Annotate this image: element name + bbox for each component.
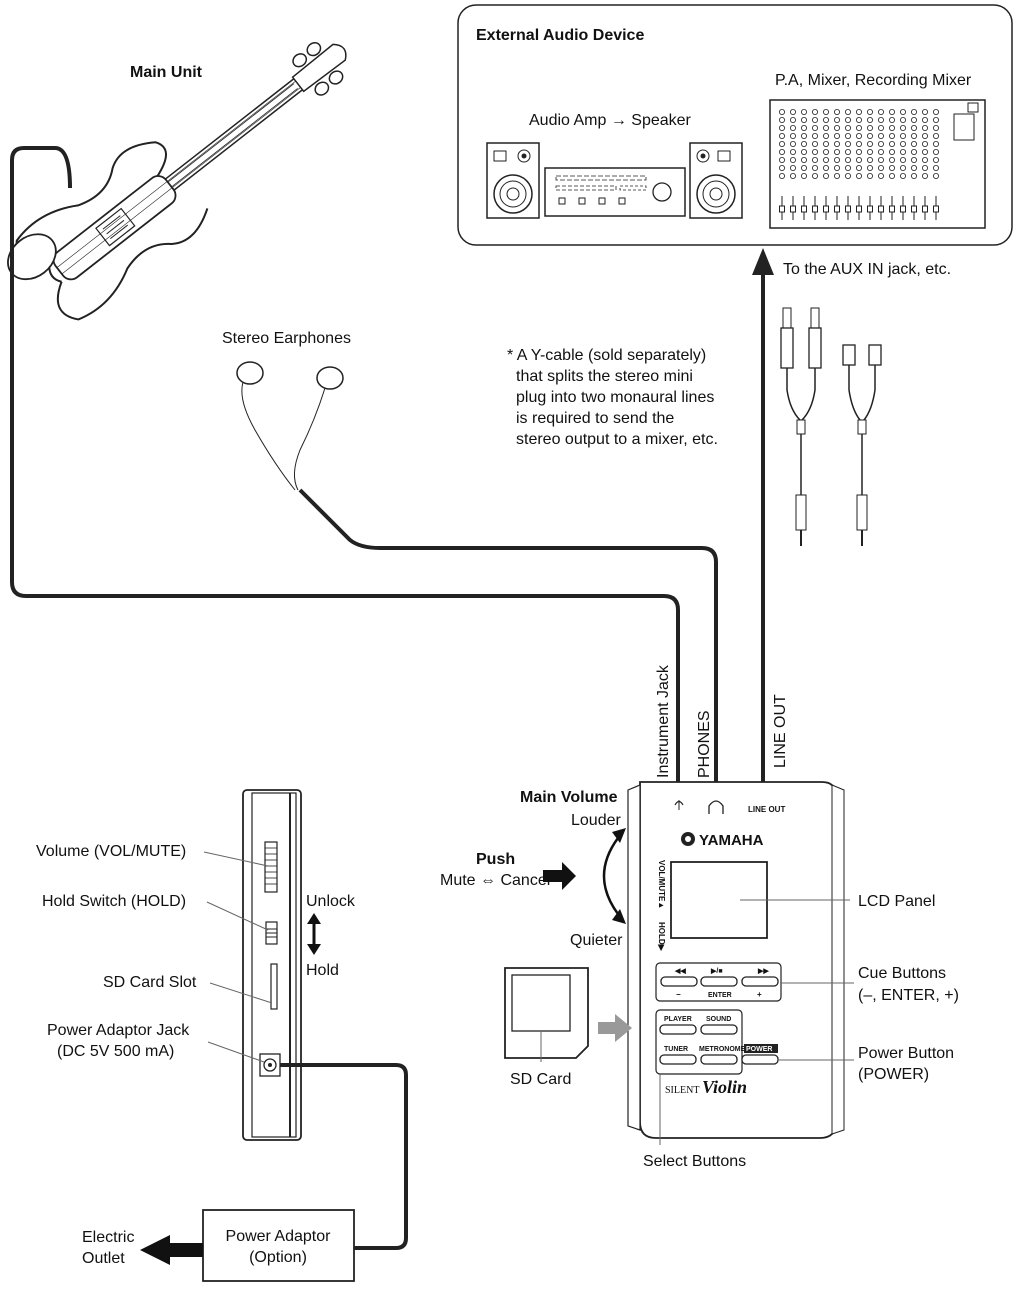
push-label: Push [476,851,515,868]
mixer-label: P.A, Mixer, Recording Mixer [775,72,972,89]
side-view-callouts: Volume (VOL/MUTE) Hold Switch (HOLD) Unl… [36,843,356,1063]
aux-in-label: To the AUX IN jack, etc. [783,261,951,278]
sd-slot-label: SD Card Slot [103,974,197,991]
power-button-sub: (POWER) [858,1066,929,1083]
cue-enter-label: ENTER [708,992,732,999]
play-stop-icon: ▶/■ [710,968,723,975]
amp-speaker-label: Audio Amp → Speaker [529,112,692,129]
brand-text: YAMAHA [699,832,764,849]
fast-forward-icon: ▶▶ [757,968,769,975]
cue-buttons-sub: (–, ENTER, +) [858,987,959,1004]
sd-card: SD Card [504,967,632,1088]
sound-label: SOUND [706,1016,731,1023]
hold-unlock-arrow-icon [307,913,321,955]
power-jack-sub: (DC 5V 500 mA) [57,1043,174,1060]
select-buttons-label: Select Buttons [643,1153,746,1170]
metronome-button[interactable] [700,1054,738,1065]
cue-minus-label: − [676,990,681,999]
quieter-label: Quieter [570,932,623,949]
power-adaptor-label: Power Adaptor [226,1228,332,1245]
push-arrow-icon [543,862,576,890]
y-cable-rca-plugs-icon [842,344,882,546]
power-button[interactable] [741,1054,779,1065]
external-device-title: External Audio Device [476,27,644,44]
violin-logo-text: Violin [702,1077,747,1097]
cue-enter-button[interactable] [700,976,738,987]
left-speaker-icon [486,142,540,219]
external-audio-device: External Audio Device Audio Amp → Speake… [457,4,1013,246]
insert-arrow-icon [598,1014,632,1042]
y-cable-note: * A Y-cable (sold separately) that split… [507,347,718,448]
player-label: PLAYER [664,1016,692,1023]
electric-outlet-label: Electric [82,1229,134,1246]
svg-text:stereo output to a mixer, etc.: stereo output to a mixer, etc. [516,431,718,448]
cue-minus-button[interactable] [660,976,698,987]
sound-button[interactable] [700,1024,738,1035]
main-unit-violin: Main Unit [7,41,347,321]
power-button-label: Power Button [858,1045,954,1062]
phones-cable [298,488,718,782]
cue-buttons-label: Cue Buttons [858,965,946,982]
louder-label: Louder [571,812,621,829]
tuner-button[interactable] [659,1054,697,1065]
device-front: LINE OUT VOL/MUTE▲ HOLD▶ YAMAHA ◀◀ ▶/■ ▶… [627,781,845,1139]
hold-switch-label: Hold Switch (HOLD) [42,893,186,910]
phones-jack-label: PHONES [696,710,713,778]
sd-card-label: SD Card [510,1071,571,1088]
cue-plus-label: + [757,990,762,999]
mute-cancel-label: Mute ⇔ Cancel [440,872,550,889]
line-out-cable [752,248,774,782]
line-out-jack-label: LINE OUT [772,694,789,768]
power-adaptor-sub: (Option) [249,1249,307,1266]
power-label: POWER [746,1046,772,1053]
tuner-label: TUNER [664,1046,688,1053]
metronome-label: METRONOME [699,1046,746,1053]
rewind-icon: ◀◀ [674,968,686,975]
player-button[interactable] [659,1024,697,1035]
instrument-cable [10,146,680,782]
power-cable [280,1063,408,1250]
power-adaptor: Power Adaptor (Option) Electric Outlet [82,1209,355,1282]
headphones-icon [708,800,724,814]
device-callouts: LCD Panel Cue Buttons (–, ENTER, +) Powe… [643,893,959,1170]
volume-label: Volume (VOL/MUTE) [36,843,186,860]
main-volume-annotation: Main Volume Louder Push Mute ⇔ Cancel Qu… [440,789,626,949]
svg-text:plug into two monaural lines: plug into two monaural lines [516,389,714,406]
silent-logo-text: SILENT [665,1085,699,1096]
right-speaker-icon [689,142,743,219]
stereo-earphones: Stereo Earphones [222,330,351,491]
side-vol-text: VOL/MUTE▲ [657,860,666,909]
hold-label: Hold [306,962,339,979]
amplifier-icon [544,167,686,217]
stereo-earphones-label: Stereo Earphones [222,330,351,347]
electric-outlet-sub: Outlet [82,1250,125,1267]
device-side-view [242,789,302,1141]
main-volume-title: Main Volume [520,789,618,806]
lcd-panel-label: LCD Panel [858,893,935,910]
main-unit-label: Main Unit [130,64,203,81]
panel-line-out-text: LINE OUT [748,805,785,814]
power-jack-label: Power Adaptor Jack [47,1022,190,1039]
y-cable-phone-plugs-icon [780,307,822,546]
mixer-icon [769,99,986,229]
svg-text:is required to send the: is required to send the [516,410,674,427]
instrument-jack-label: Instrument Jack [655,664,672,778]
svg-text:* A Y-cable (sold separately): * A Y-cable (sold separately) [507,347,706,364]
cue-plus-button[interactable] [741,976,779,987]
svg-text:that splits the stereo mini: that splits the stereo mini [516,368,693,385]
outlet-arrow-icon [140,1235,203,1265]
side-hold-text: HOLD▶ [657,922,666,952]
unlock-label: Unlock [306,893,356,910]
